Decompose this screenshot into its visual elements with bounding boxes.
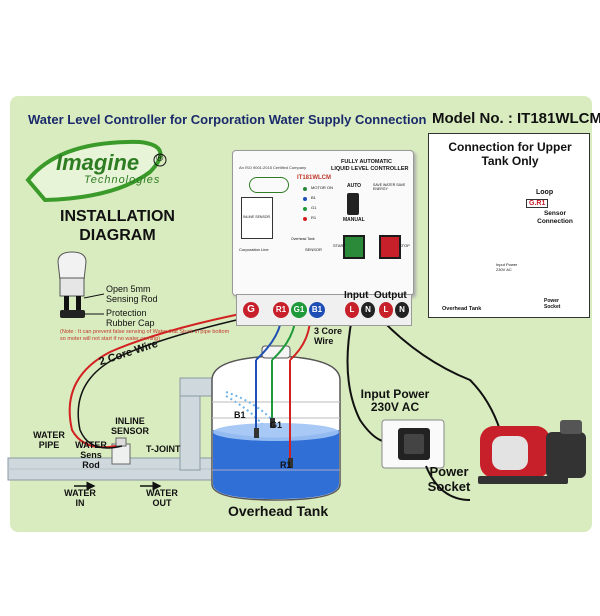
start-button[interactable] — [343, 235, 365, 259]
overhead-tank-text: Overhead Tank — [291, 237, 315, 241]
rubber-cap — [60, 310, 85, 318]
controller-unit: An ISO 9001:2015 Certified Company FULLY… — [232, 150, 414, 296]
water-pipe-label: WATER PIPE — [33, 430, 65, 450]
installation-line1: INSTALLATION — [60, 208, 175, 225]
terminal-input-l: L — [345, 302, 359, 318]
inset-sensor-connection: Sensor Connection — [537, 210, 573, 225]
indicator-b1: B1 — [311, 195, 316, 200]
two-core-wire-red — [68, 311, 251, 449]
inset-title: Connection for Upper Tank Only — [448, 140, 572, 168]
overhead-tank-label: Overhead Tank — [228, 503, 329, 519]
stop-button[interactable] — [379, 235, 401, 259]
iso-text: An ISO 9001:2015 Certified Company — [239, 165, 307, 170]
g1-led — [303, 207, 307, 211]
upper-tank-inset — [428, 133, 590, 318]
brand-name: Imagine — [56, 150, 140, 175]
page-title: Water Level Controller for Corporation W… — [28, 112, 427, 127]
cap-callout: Protection Rubber Cap — [106, 308, 155, 328]
input-label: Input — [344, 290, 369, 301]
inline-sensor-text: INLINE SENSOR — [243, 215, 271, 219]
b1-led — [303, 197, 307, 201]
water-sens-rod-label: WATER Sens Rod — [75, 440, 107, 470]
sensor-text: SENSOR — [305, 247, 322, 252]
sensor-note: (Note : It can prevent false sensing of … — [60, 329, 230, 342]
corporation-line-text: Corporation Line — [239, 247, 269, 252]
auto-manual-switch[interactable] — [347, 193, 359, 215]
r1-led — [303, 217, 307, 221]
water-out-label: WATER OUT — [146, 488, 178, 508]
two-core-wire-black — [77, 315, 255, 449]
manual-label: MANUAL — [343, 217, 365, 223]
controller-heading1: FULLY AUTOMATIC — [341, 159, 392, 165]
sensing-rod-left — [64, 296, 69, 318]
water-in-label: WATER IN — [64, 488, 96, 508]
inset-loop-terminal: G.R1 — [526, 199, 549, 208]
brand-subtitle: Technologies — [84, 174, 161, 186]
open-rod-callout: Open 5mm Sensing Rod — [106, 284, 158, 304]
sensing-rod-right — [76, 296, 81, 318]
three-core-wire-label: 3 Core Wire — [314, 326, 343, 346]
start-label: START — [333, 243, 346, 248]
brand-registered: ® — [156, 153, 164, 164]
indicator-g1: G1 — [311, 205, 317, 210]
t-joint-label: T-JOINT — [146, 444, 181, 454]
inset-power-socket: Power Socket — [544, 298, 561, 310]
tank-water — [213, 430, 339, 499]
terminal-input-n: N — [361, 302, 375, 318]
inset-overhead-tank: Overhead Tank — [442, 306, 482, 312]
inset-loop-label: Loop — [536, 189, 554, 196]
logo-swoosh — [25, 139, 163, 203]
sensor-body — [59, 277, 85, 297]
terminal-r1: R1 — [273, 302, 289, 318]
controller-heading2: LIQUID LEVEL CONTROLLER — [331, 166, 409, 172]
auto-label: AUTO — [347, 183, 362, 189]
output-label: Output — [374, 290, 407, 301]
model-number: Model No. : IT181WLCM — [432, 110, 600, 127]
save-water-label: SAVE WATER SAVE ENERGY — [373, 183, 406, 191]
installation-heading: INSTALLATION DIAGRAM — [60, 207, 175, 245]
stop-label: STOP — [399, 243, 410, 248]
indicator-r1: R1 — [311, 215, 317, 220]
probe-b1-label: B1 — [234, 410, 246, 420]
probe-r1-label: R1 — [280, 460, 292, 470]
controller-logo-icon — [249, 177, 289, 193]
controller-model: IT181WLCM — [297, 175, 332, 181]
motor-on-led — [303, 187, 307, 191]
power-socket-label: Power Socket — [427, 464, 471, 494]
sensor-cap-icon — [57, 251, 87, 281]
inline-sensor-label: INLINE SENSOR — [110, 416, 149, 436]
inline-sensor-graphic — [241, 197, 273, 239]
registered-mark — [153, 153, 167, 167]
terminal-output-l: L — [379, 302, 393, 318]
terminal-output-n: N — [395, 302, 409, 318]
probe-g1-label: G1 — [270, 420, 283, 430]
output-cable — [379, 317, 501, 431]
input-power-label: Input Power 230V AC — [360, 387, 430, 414]
terminal-strip: G R1 G1 B1 L N L N — [236, 294, 412, 326]
installation-line2: DIAGRAM — [79, 227, 156, 244]
terminal-b1: B1 — [309, 302, 325, 318]
motor-on-label: MOTOR ON — [311, 185, 333, 190]
terminal-g1: G1 — [291, 302, 307, 318]
terminal-g: G — [243, 302, 259, 318]
inset-input-power: Input Power 230V AC — [496, 262, 518, 272]
